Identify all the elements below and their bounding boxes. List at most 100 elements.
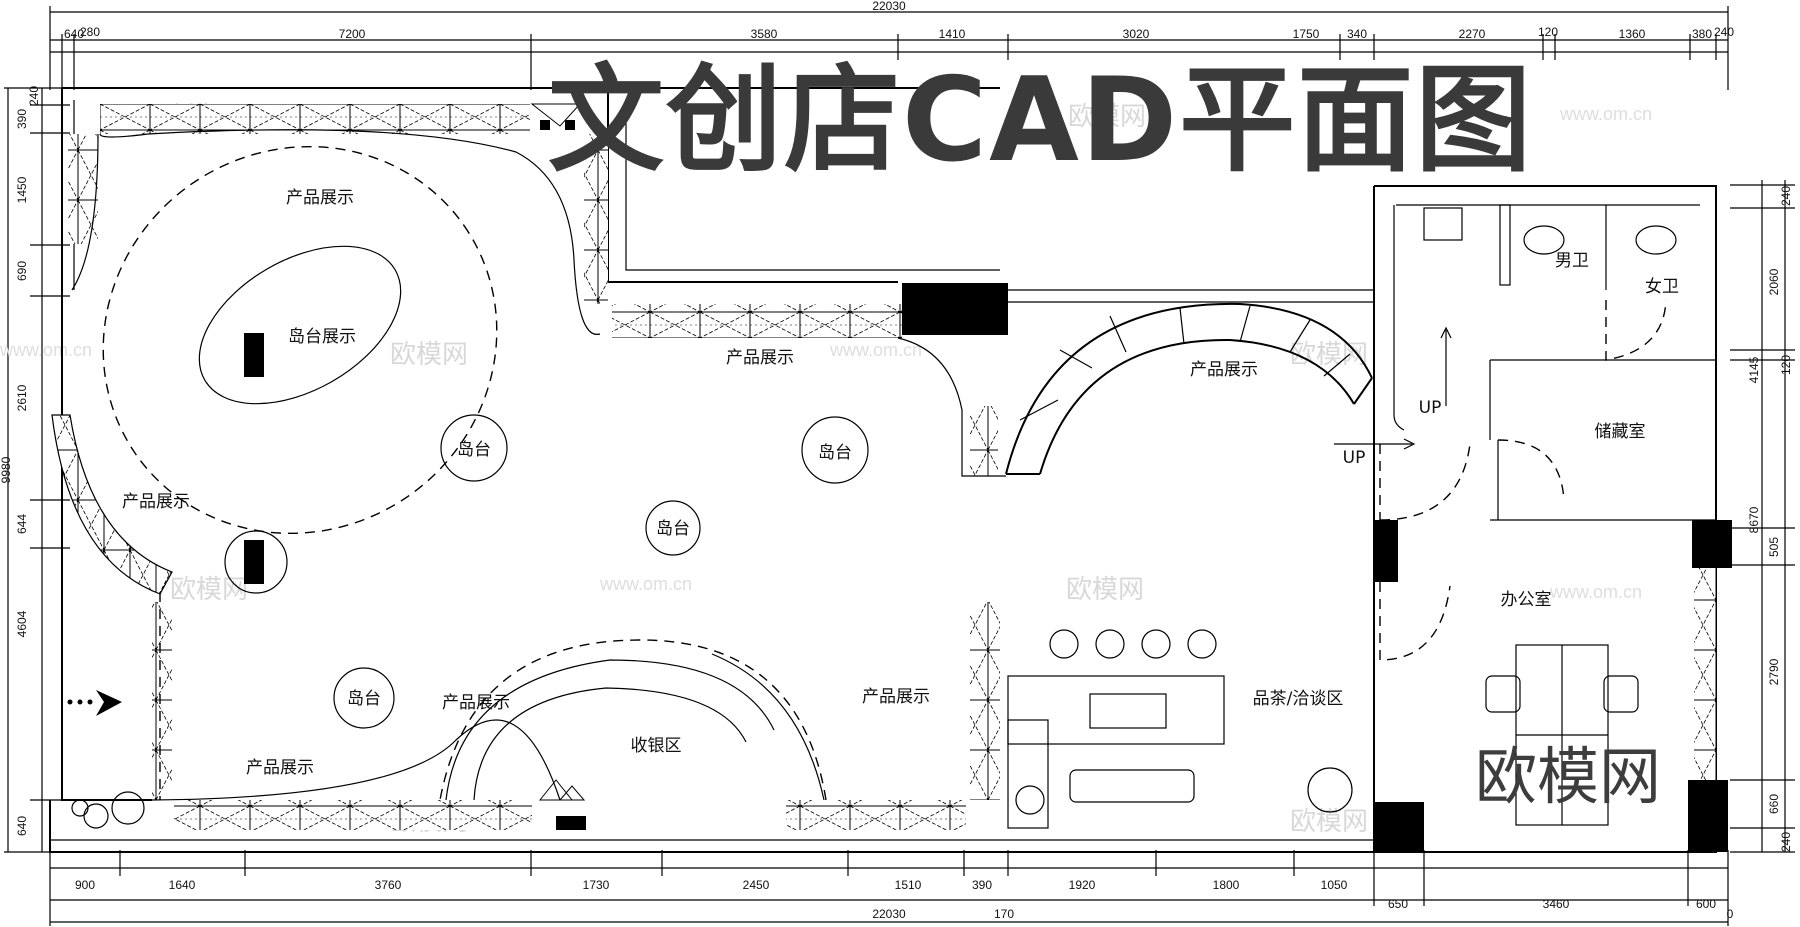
curved-walls [71, 129, 1006, 801]
dim-left-4: 690 [15, 261, 29, 281]
label-product-display-6: 产品展示 [862, 687, 930, 707]
label-product-display-5: 产品展示 [442, 693, 510, 713]
watermark-url-5: www.om.cn [0, 340, 92, 360]
arch-cabinet [1005, 302, 1373, 475]
dim-right-3: 4145 [1747, 356, 1761, 383]
bottom-dimension-lines [49, 850, 1729, 926]
office-furniture [1379, 582, 1639, 826]
page-title: 文创店CAD平面图 [548, 53, 1533, 188]
dim-top-6: 3020 [1123, 27, 1150, 41]
dim-top-7: 1750 [1293, 27, 1320, 41]
dim-bottom-13: 600 [1696, 897, 1716, 911]
dim-right-8: 660 [1767, 794, 1781, 814]
dim-left-7: 4604 [15, 610, 29, 637]
dim-bottom-extra: 170 [994, 907, 1014, 921]
watermark-url-1: www.om.cn [599, 574, 692, 594]
label-product-display-3: 产品展示 [1190, 360, 1258, 380]
dim-bottom-2: 1640 [169, 878, 196, 892]
watermark-faint-5: 欧模网 [170, 575, 248, 605]
label-island-1: 岛台 [457, 440, 491, 460]
entrance-arrow-icon [67, 690, 122, 716]
label-product-display-2: 产品展示 [726, 348, 794, 368]
label-up-1: UP [1419, 398, 1442, 418]
dim-left-5: 2610 [15, 384, 29, 411]
dim-bottom-5: 2450 [743, 878, 770, 892]
dim-bottom-8: 1920 [1069, 878, 1096, 892]
dim-right-9: 240 [1779, 832, 1793, 852]
watermark-faint-6: 欧模网 [1066, 575, 1144, 605]
dim-left-total: 9980 [0, 456, 13, 483]
label-men-wc: 男卫 [1555, 251, 1589, 271]
dim-left-6: 644 [15, 514, 29, 534]
display-cabinets [51, 103, 1716, 830]
dim-top-2: 280 [80, 25, 100, 39]
dim-top-1: 640 [64, 27, 84, 41]
dim-right-2: 2060 [1767, 268, 1781, 295]
dim-top-3: 7200 [339, 27, 366, 41]
structural-columns [244, 283, 1732, 852]
watermark-faint-3: 欧模网 [1068, 102, 1146, 132]
dim-top-8: 340 [1347, 27, 1367, 41]
dim-bottom-9: 1800 [1213, 878, 1240, 892]
dim-top-9: 2270 [1459, 27, 1486, 41]
island-tables [224, 414, 869, 729]
dim-left-1: 240 [27, 86, 41, 106]
dim-right-5: 8670 [1747, 506, 1761, 533]
dim-right-6: 505 [1767, 537, 1781, 557]
up-arrow-icon [1334, 326, 1452, 450]
dim-right-7: 2790 [1767, 658, 1781, 685]
label-office: 办公室 [1501, 590, 1552, 610]
watermark-faint-4: 欧模网 [1290, 340, 1368, 370]
tea-area-furniture [1007, 629, 1353, 829]
dim-bottom-3: 3760 [375, 878, 402, 892]
cashier-counter [445, 653, 825, 801]
dim-left-3: 1450 [15, 176, 29, 203]
label-island-3: 岛台 [656, 519, 690, 539]
label-island-2: 岛台 [818, 443, 852, 463]
left-dimension-lines [4, 87, 70, 853]
dashed-outlines [102, 145, 1471, 801]
dim-bottom-10: 1050 [1321, 878, 1348, 892]
outer-walls [49, 87, 1717, 853]
bottom-total-dimension: 22030 [872, 907, 906, 921]
label-product-display-7: 产品展示 [246, 758, 314, 778]
island-display [198, 245, 402, 405]
dim-bottom-6: 1510 [895, 878, 922, 892]
label-tea-area: 品茶/洽谈区 [1253, 689, 1344, 709]
dim-top-13: 240 [1714, 25, 1734, 39]
right-dimensions: 240 2060 4145 120 8670 505 2790 660 240 [1747, 186, 1793, 852]
top-total-dimension: 22030 [872, 0, 906, 13]
dim-bottom-7: 390 [972, 878, 992, 892]
label-storage: 储藏室 [1595, 422, 1646, 442]
dim-bottom-1: 900 [75, 878, 95, 892]
dim-right-4: 120 [1779, 355, 1793, 375]
dim-bottom-11: 650 [1388, 897, 1408, 911]
room-labels: 产品展示 岛台展示 岛台 岛台 岛台 岛台 产品展示 产品展示 产品展示 产品展… [122, 188, 1679, 778]
watermark-url-4: www.om.cn [1559, 104, 1652, 124]
dim-top-5: 1410 [939, 27, 966, 41]
watermark-url-3: www.om.cn [1549, 582, 1642, 602]
dim-top-12: 380 [1692, 27, 1712, 41]
dim-bottom-14: 0 [1727, 907, 1734, 921]
dim-right-1: 240 [1779, 186, 1793, 206]
dim-left-2: 390 [15, 109, 29, 129]
dim-left-8: 640 [15, 816, 29, 836]
right-dimension-lines [1730, 180, 1795, 853]
label-product-display-1: 产品展示 [286, 188, 354, 208]
watermark-brand: 欧模网 [1475, 740, 1661, 813]
top-dimensions: 640 280 7200 3580 1410 3020 1750 340 227… [64, 25, 1734, 41]
dim-bottom-4: 1730 [583, 878, 610, 892]
watermark-faint-2: 欧模网 [390, 340, 468, 370]
dim-top-11: 1360 [1619, 27, 1646, 41]
label-cashier: 收银区 [631, 736, 682, 756]
dim-bottom-12: 3460 [1543, 897, 1570, 911]
top-dimension-lines [49, 6, 1729, 90]
label-product-display-4: 产品展示 [122, 492, 190, 512]
dim-top-10: 120 [1538, 25, 1558, 39]
bottom-dimensions: 900 1640 3760 1730 2450 1510 390 1920 18… [75, 878, 1734, 921]
dim-top-4: 3580 [751, 27, 778, 41]
label-island-4: 岛台 [347, 689, 381, 709]
decor-plants [71, 791, 145, 829]
restroom-fixtures [1393, 204, 1716, 521]
faint-watermarks: 欧模网 欧模网 欧模网 欧模网 欧模网 欧模网 欧模网 欧模网 www.om.c… [0, 102, 1652, 837]
